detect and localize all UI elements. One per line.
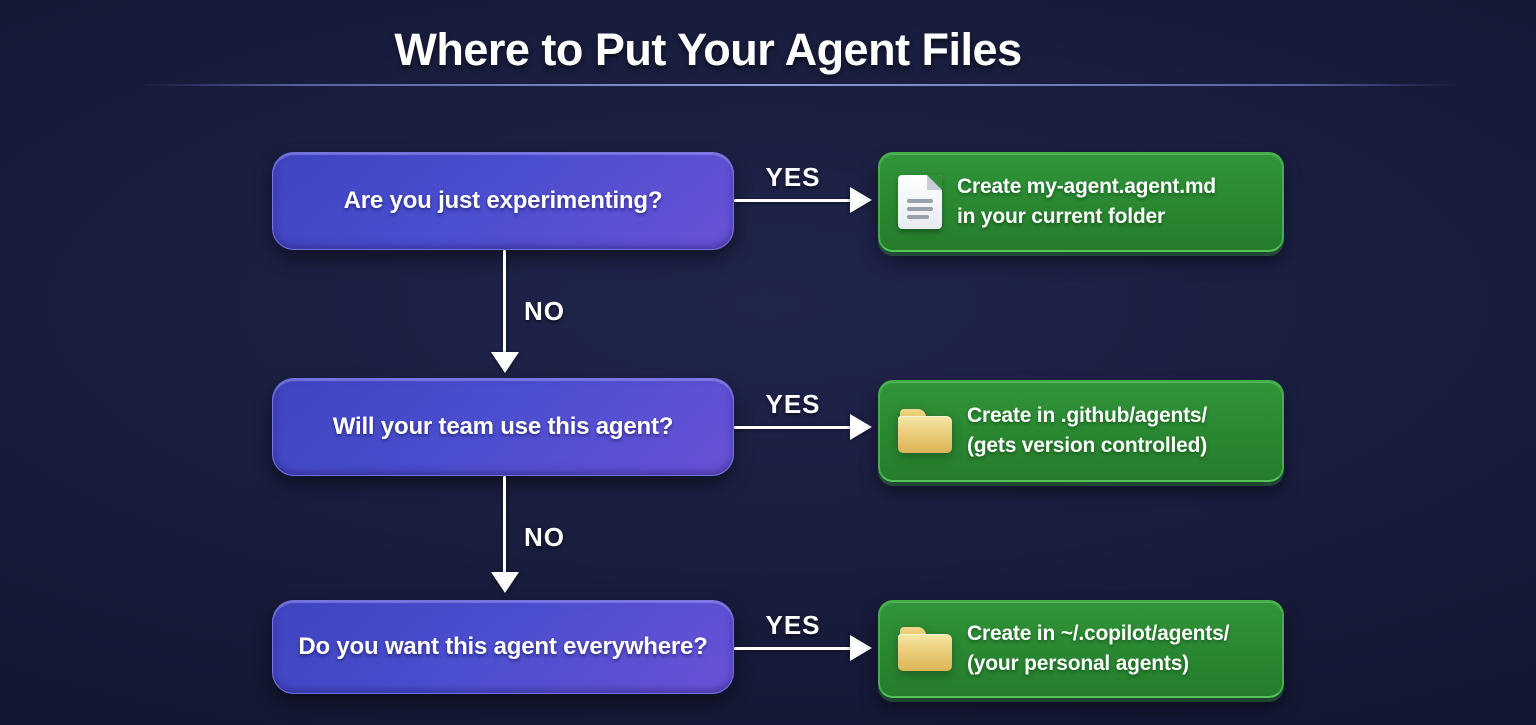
title-divider xyxy=(140,84,1458,86)
result-text: Create in ~/.copilot/agents/ (your perso… xyxy=(967,619,1229,679)
no-arrow-head-icon xyxy=(491,352,519,373)
result-box-current-folder: Create my-agent.agent.md in your current… xyxy=(878,152,1284,252)
result-line-1: Create in ~/.copilot/agents/ xyxy=(967,622,1230,645)
question-text: Are you just experimenting? xyxy=(343,187,663,214)
yes-arrow-head-icon xyxy=(850,414,872,440)
result-line-1: Create my-agent.agent.md xyxy=(957,175,1216,198)
yes-label: YES xyxy=(765,389,821,419)
result-box-copilot-agents: Create in ~/.copilot/agents/ (your perso… xyxy=(878,600,1284,698)
result-box-github-agents: Create in .github/agents/ (gets version … xyxy=(878,380,1284,482)
question-box-team: Will your team use this agent? xyxy=(272,378,734,476)
yes-arrow-line xyxy=(734,426,852,429)
no-label: NO xyxy=(524,522,565,552)
result-text: Create in .github/agents/ (gets version … xyxy=(967,401,1207,461)
document-icon xyxy=(898,175,942,229)
question-text: Do you want this agent everywhere? xyxy=(298,633,708,660)
result-line-2: (your personal agents) xyxy=(967,652,1189,675)
folder-icon xyxy=(898,627,952,671)
yes-arrow-line xyxy=(734,199,852,202)
yes-arrow-line xyxy=(734,647,852,650)
result-line-2: (gets version controlled) xyxy=(967,434,1208,457)
yes-label: YES xyxy=(765,610,821,640)
yes-label: YES xyxy=(765,162,821,192)
question-box-everywhere: Do you want this agent everywhere? xyxy=(272,600,734,694)
question-text: Will your team use this agent? xyxy=(332,413,674,440)
result-line-1: Create in .github/agents/ xyxy=(967,404,1208,427)
yes-arrow-head-icon xyxy=(850,187,872,213)
no-label: NO xyxy=(524,296,565,326)
no-arrow-line xyxy=(503,476,506,574)
result-line-2: in your current folder xyxy=(957,205,1165,228)
yes-arrow-head-icon xyxy=(850,635,872,661)
question-box-experimenting: Are you just experimenting? xyxy=(272,152,734,250)
page-title: Where to Put Your Agent Files xyxy=(394,24,1022,75)
result-text: Create my-agent.agent.md in your current… xyxy=(957,172,1216,232)
folder-icon xyxy=(898,409,952,453)
no-arrow-line xyxy=(503,250,506,354)
no-arrow-head-icon xyxy=(491,572,519,593)
